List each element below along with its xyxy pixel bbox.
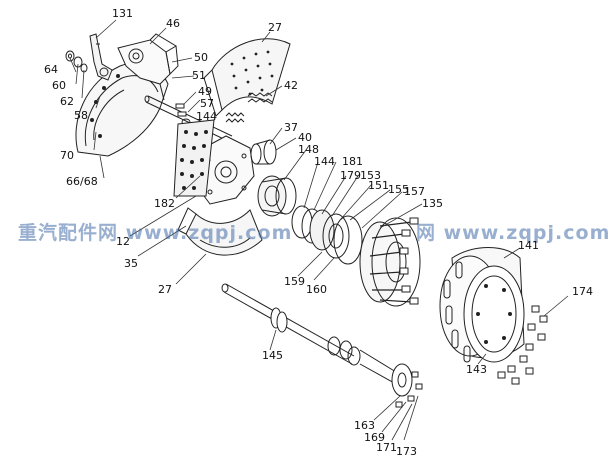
- seal-rings-part: [291, 205, 363, 265]
- callout-155: 155: [388, 183, 409, 196]
- callout-37: 37: [284, 121, 298, 134]
- axle-shaft-part: [221, 283, 355, 365]
- callout-174: 174: [572, 285, 593, 298]
- callout-143: 143: [466, 363, 487, 376]
- watermark-text-right: 网 www.zqpj.com: [416, 222, 610, 244]
- callout-181: 181: [342, 155, 363, 168]
- callout-159: 159: [284, 275, 305, 288]
- callout-57: 57: [200, 97, 214, 110]
- slack-adjuster-part: [89, 33, 113, 81]
- brake-drum-part: [439, 247, 525, 363]
- callout-49: 49: [198, 85, 212, 98]
- callout-169: 169: [364, 431, 385, 444]
- callout-27: 27: [268, 21, 282, 34]
- callout-179: 179: [340, 169, 361, 182]
- callout-144-ring: 144: [314, 155, 335, 168]
- callout-153: 153: [360, 169, 381, 182]
- washer-stack-part: [65, 50, 88, 73]
- callout-131: 131: [112, 7, 133, 20]
- callout-12: 12: [116, 235, 130, 248]
- callout-40: 40: [298, 131, 312, 144]
- callout-160: 160: [306, 283, 327, 296]
- callout-70: 70: [60, 149, 74, 162]
- callout-60: 60: [52, 79, 66, 92]
- callout-145: 145: [262, 349, 283, 362]
- callout-51: 51: [192, 69, 206, 82]
- inner-bearing-part: [257, 175, 297, 217]
- callout-35: 35: [124, 257, 138, 270]
- callout-27-lower: 27: [158, 283, 172, 296]
- watermark-band: 重汽配件网 www.zqpj.com 网 www.zqpj.com: [0, 218, 610, 250]
- callout-148: 148: [298, 143, 319, 156]
- callout-46: 46: [166, 17, 180, 30]
- callout-173: 173: [396, 445, 417, 458]
- anchor-pin-part: [175, 103, 191, 126]
- callout-42: 42: [284, 79, 298, 92]
- callout-66-68: 66/68: [66, 175, 98, 188]
- shaft-flange-part: [327, 336, 423, 408]
- lower-brake-shoe-part: [177, 207, 263, 256]
- wheel-hub-part: [359, 217, 421, 307]
- wheel-nuts-part: [497, 305, 548, 385]
- callout-163: 163: [354, 419, 375, 432]
- callout-141: 141: [518, 239, 539, 252]
- callout-62: 62: [60, 95, 74, 108]
- return-spring-part: [225, 92, 273, 123]
- callout-50: 50: [194, 51, 208, 64]
- upper-brake-shoe-part: [203, 38, 291, 117]
- callout-135: 135: [422, 197, 443, 210]
- callout-151: 151: [368, 179, 389, 192]
- watermark-text-left: 重汽配件网 www.zqpj.com: [18, 222, 293, 244]
- cam-bushing-part: [250, 139, 277, 165]
- callout-157: 157: [404, 185, 425, 198]
- stud-cluster-part: [173, 119, 215, 197]
- callout-64: 64: [44, 63, 58, 76]
- callout-58: 58: [74, 109, 88, 122]
- chamber-bracket-part: [117, 33, 179, 101]
- callout-171: 171: [376, 441, 397, 454]
- callout-144-upper: 144: [196, 110, 217, 123]
- camshaft-part: [144, 95, 233, 143]
- callout-182: 182: [154, 197, 175, 210]
- leader-lines: [69, 19, 569, 441]
